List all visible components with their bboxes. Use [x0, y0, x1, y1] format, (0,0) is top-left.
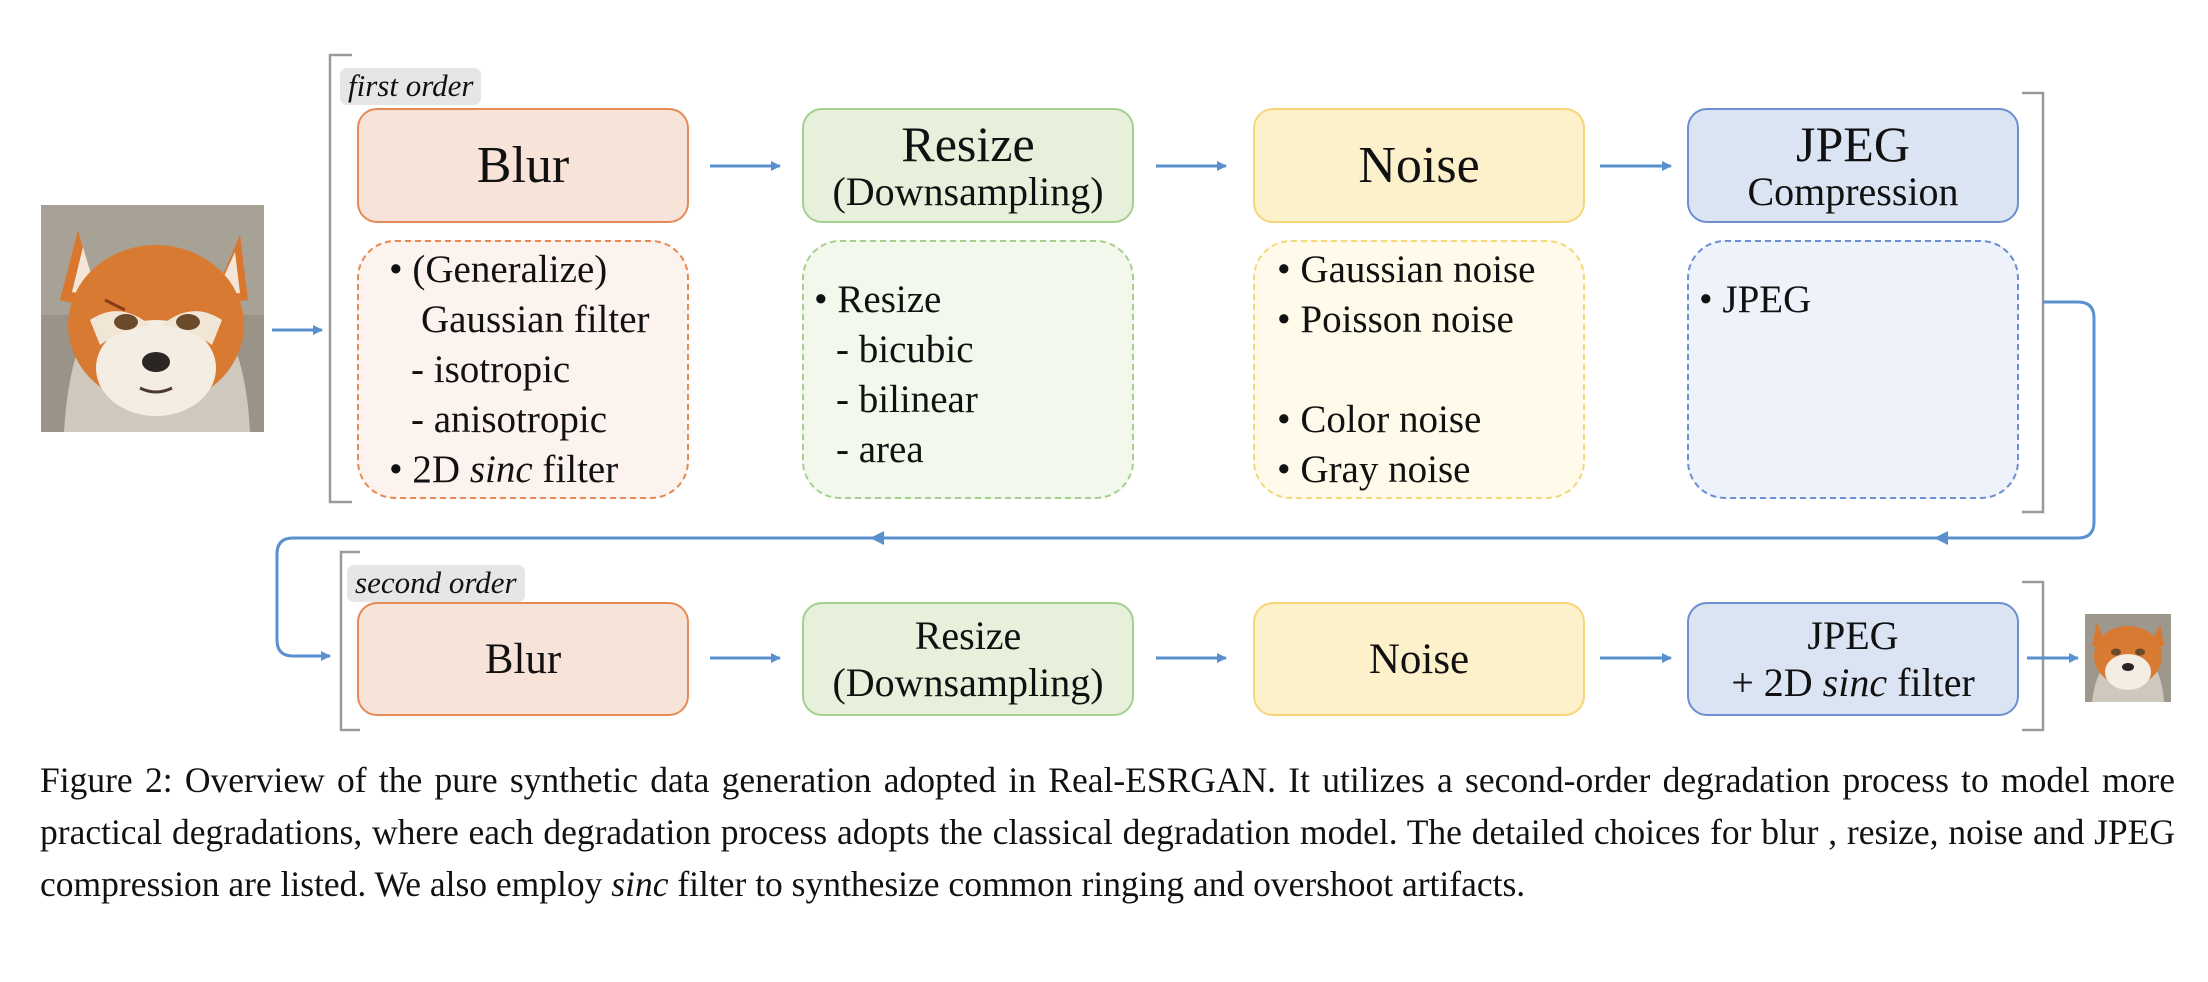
- second-jpeg-title: JPEG: [1807, 612, 1899, 658]
- noise-detail-poisson: • Poisson noise: [1277, 298, 1514, 341]
- blur-detail-gaussian: Gaussian filter: [421, 298, 650, 341]
- first-order-noise-box: Noise: [1253, 108, 1585, 223]
- figure-caption: Figure 2: Overview of the pure synthetic…: [40, 754, 2175, 910]
- resize-title: Resize: [901, 116, 1035, 172]
- caption-sinc-italic: sinc: [611, 864, 669, 904]
- first-order-resize-box: Resize (Downsampling): [802, 108, 1134, 223]
- resize-subtitle: (Downsampling): [832, 169, 1104, 214]
- second-jpeg-subtitle: + 2D sinc filter: [1731, 659, 1975, 705]
- second-resize-title: Resize: [914, 612, 1022, 658]
- resize-detail-area: - area: [836, 428, 924, 471]
- second-order-jpeg-box: JPEG + 2D sinc filter: [1687, 602, 2019, 716]
- jpeg-subtitle: Compression: [1747, 169, 1959, 214]
- jpeg-detail-jpeg: • JPEG: [1699, 278, 1812, 321]
- second-resize-subtitle: (Downsampling): [832, 659, 1104, 705]
- caption-text-part1: Figure 2: Overview of the pure synthetic…: [40, 760, 2175, 904]
- blur-title: Blur: [476, 136, 570, 194]
- noise-detail-color: • Color noise: [1277, 398, 1482, 441]
- blur-detail-isotropic: - isotropic: [411, 348, 571, 391]
- caption-text-part2: filter to synthesize common ringing and …: [668, 864, 1526, 904]
- resize-details-box: • Resize - bicubic - bilinear - area: [802, 240, 1134, 499]
- blur-detail-generalize: • (Generalize): [389, 248, 608, 291]
- degradation-pipeline-diagram: first order second order Blur Resize (Do…: [41, 53, 2171, 732]
- first-order-label: first order: [340, 68, 482, 105]
- blur-details-box: • (Generalize) Gaussian filter - isotrop…: [357, 240, 689, 499]
- resize-detail-bicubic: - bicubic: [836, 328, 974, 371]
- resize-detail-resize: • Resize: [814, 278, 942, 321]
- diagram-graphics: [41, 53, 2171, 732]
- second-noise-title: Noise: [1368, 635, 1470, 683]
- output-fox-image-icon: [2085, 614, 2171, 702]
- noise-title: Noise: [1358, 136, 1480, 194]
- noise-detail-gaussian: • Gaussian noise: [1277, 248, 1536, 291]
- second-blur-title: Blur: [484, 635, 562, 683]
- resize-detail-bilinear: - bilinear: [836, 378, 978, 421]
- second-order-resize-box: Resize (Downsampling): [802, 602, 1134, 716]
- noise-details-box: • Gaussian noise • Poisson noise • Color…: [1253, 240, 1585, 499]
- second-order-blur-box: Blur: [357, 602, 689, 716]
- second-order-label: second order: [347, 565, 525, 602]
- first-order-blur-box: Blur: [357, 108, 689, 223]
- blur-detail-sinc: • 2D sinc filter: [389, 448, 619, 491]
- jpeg-details-box: • JPEG: [1687, 240, 2019, 499]
- input-fox-image-icon: [41, 205, 264, 432]
- second-order-noise-box: Noise: [1253, 602, 1585, 716]
- noise-detail-gray: • Gray noise: [1277, 448, 1471, 491]
- blur-detail-anisotropic: - anisotropic: [411, 398, 608, 441]
- first-order-jpeg-box: JPEG Compression: [1687, 108, 2019, 223]
- jpeg-title: JPEG: [1796, 116, 1910, 172]
